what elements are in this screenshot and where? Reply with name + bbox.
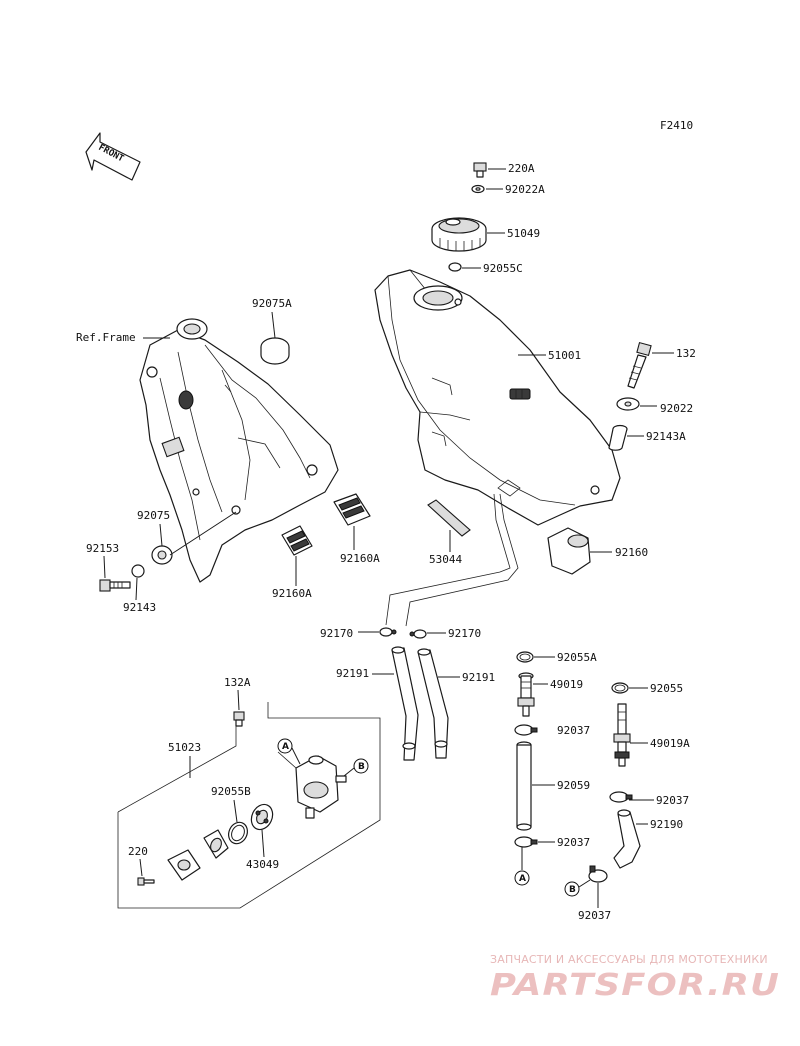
label-92160A-left: 92160A	[272, 587, 312, 600]
fuel-line-upper	[385, 493, 519, 627]
watermark-tagline: ЗАПЧАСТИ И АКСЕССУАРЫ ДЛЯ МОТОТЕХНИКИ	[490, 953, 768, 966]
part-92055B	[228, 821, 248, 845]
part-92143	[131, 564, 145, 578]
marker-b-lower: B	[564, 881, 580, 897]
label-92037-d: 92037	[578, 909, 611, 922]
label-92022: 92022	[660, 402, 693, 415]
marker-a-upper: A	[277, 738, 293, 754]
part-92191-left	[391, 646, 419, 761]
label-92055B: 92055B	[211, 785, 251, 798]
label-92055A: 92055A	[557, 651, 597, 664]
part-92037-a	[514, 724, 538, 736]
part-51023-cock	[277, 751, 347, 819]
part-92191-right	[417, 648, 449, 759]
part-49019A	[613, 703, 631, 767]
part-92037-d	[588, 865, 608, 883]
part-92153	[99, 579, 131, 592]
diagram-code: F2410	[660, 119, 693, 132]
part-220A	[473, 162, 487, 178]
label-92160: 92160	[615, 546, 648, 559]
part-92055A	[516, 651, 534, 663]
label-92075A: 92075A	[252, 297, 292, 310]
part-92037-b	[609, 791, 633, 803]
label-92191-right: 92191	[462, 671, 495, 684]
marker-b-upper: B	[353, 758, 369, 774]
part-92143A	[608, 424, 628, 451]
part-132	[627, 341, 652, 389]
part-92022	[616, 397, 640, 411]
part-92170-left	[379, 627, 397, 637]
part-92055	[611, 682, 629, 694]
part-92075A	[260, 337, 290, 365]
label-132A: 132A	[224, 676, 251, 689]
label-51049: 51049	[507, 227, 540, 240]
label-92143A: 92143A	[646, 430, 686, 443]
part-92059	[516, 741, 532, 831]
label-92037-c: 92037	[557, 836, 590, 849]
label-92190: 92190	[650, 818, 683, 831]
part-49019	[517, 672, 535, 717]
svg-text:B: B	[569, 885, 576, 895]
svg-text:A: A	[282, 742, 289, 752]
label-220: 220	[128, 845, 148, 858]
label-92055: 92055	[650, 682, 683, 695]
marker-a-lower: A	[514, 870, 530, 886]
part-92037-c	[514, 836, 538, 848]
frame-drawing	[139, 318, 339, 583]
label-92022A: 92022A	[505, 183, 545, 196]
label-92075: 92075	[137, 509, 170, 522]
fuel-cock-assembly-box	[117, 702, 381, 909]
part-92022A	[471, 184, 485, 194]
label-ref-frame: Ref.Frame	[76, 331, 136, 344]
label-92059: 92059	[557, 779, 590, 792]
label-92170-left: 92170	[320, 627, 353, 640]
label-53044: 53044	[429, 553, 462, 566]
label-51001: 51001	[548, 349, 581, 362]
part-filter-screen	[203, 829, 229, 859]
label-49019: 49019	[550, 678, 583, 691]
part-plate	[167, 849, 201, 881]
svg-text:B: B	[358, 762, 365, 772]
part-132A	[233, 711, 245, 727]
label-92037-a: 92037	[557, 724, 590, 737]
label-51023: 51023	[168, 741, 201, 754]
part-92075	[151, 545, 173, 565]
fuel-tank-51001	[374, 269, 621, 526]
part-92190	[613, 809, 641, 869]
part-92160A-left	[281, 525, 313, 556]
label-92170-right: 92170	[448, 627, 481, 640]
label-92143: 92143	[123, 601, 156, 614]
label-92160A-right: 92160A	[340, 552, 380, 565]
label-92153: 92153	[86, 542, 119, 555]
part-53044	[427, 499, 471, 537]
svg-text:A: A	[519, 874, 526, 884]
label-43049: 43049	[246, 858, 279, 871]
label-92191-left: 92191	[336, 667, 369, 680]
watermark-logo: PARTSFOR.RU	[490, 968, 780, 1003]
label-92055C: 92055C	[483, 262, 523, 275]
label-92037-b: 92037	[656, 794, 689, 807]
part-51049	[431, 217, 487, 252]
part-92170-right	[409, 629, 427, 639]
front-arrow-icon: FRONT	[85, 132, 141, 181]
label-132: 132	[676, 347, 696, 360]
part-92160	[547, 527, 591, 575]
label-49019A: 49019A	[650, 737, 690, 750]
part-92055C	[448, 262, 462, 272]
part-92160A-right	[333, 493, 371, 526]
label-220A: 220A	[508, 162, 535, 175]
part-220	[137, 877, 155, 886]
part-43049	[250, 803, 274, 831]
